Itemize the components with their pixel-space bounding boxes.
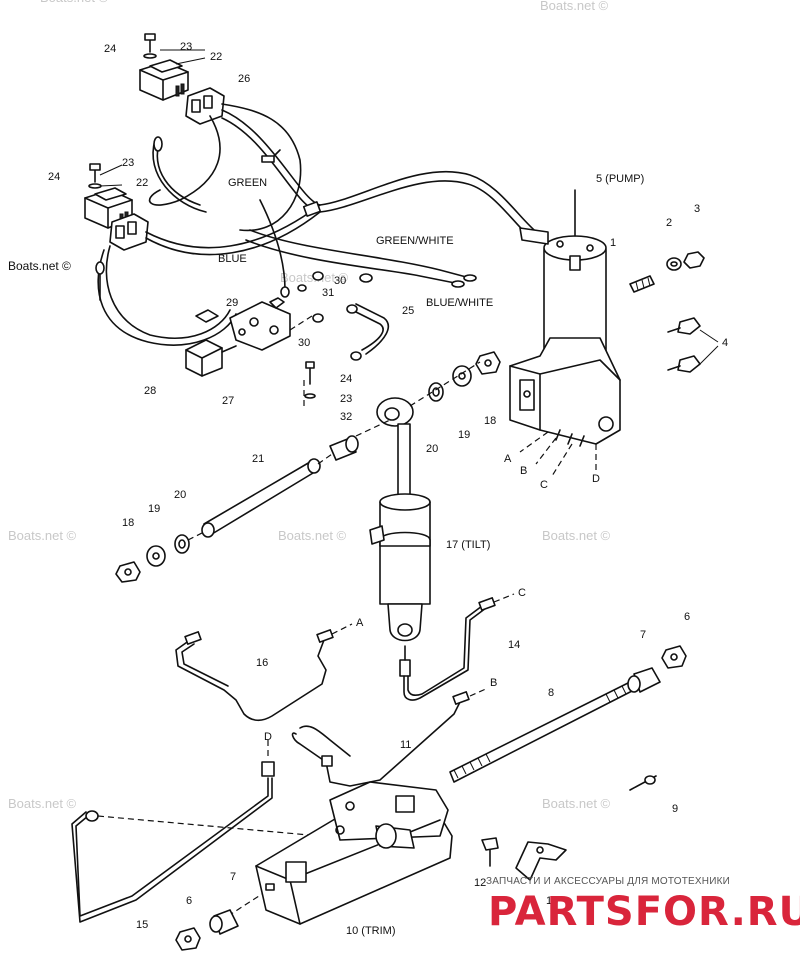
label-27: 27 xyxy=(222,395,234,407)
label-9: 9 xyxy=(672,803,678,815)
label-16: 16 xyxy=(256,657,268,669)
pump-motor xyxy=(509,189,621,447)
label-24: 24 xyxy=(340,373,352,385)
brand-logo: PARTSFOR.RU xyxy=(488,889,800,935)
tilt-pin-hardware xyxy=(115,351,501,583)
tilt-cylinder xyxy=(369,397,431,677)
label-6: 6 xyxy=(186,895,192,907)
label-30: 30 xyxy=(298,337,310,349)
pump-fittings xyxy=(629,251,719,373)
port-D: D xyxy=(592,473,600,485)
port-C: C xyxy=(540,479,548,491)
label-20: 20 xyxy=(426,443,438,455)
watermark: Boats.net © xyxy=(540,0,609,13)
label-12: 12 xyxy=(474,877,486,889)
label-6: 6 xyxy=(684,611,690,623)
label-22: 22 xyxy=(210,51,222,63)
port-B: B xyxy=(520,465,527,477)
label-26: 26 xyxy=(238,73,250,85)
hydraulic-lines xyxy=(71,593,515,923)
label-23: 23 xyxy=(340,393,352,405)
brand-overlay: ЗАПЧАСТИ И АКСЕССУАРЫ ДЛЯ МОТОТЕХНИКИ PA… xyxy=(486,876,800,935)
label-11: 11 xyxy=(400,739,411,751)
watermark: Boats.net © xyxy=(278,528,347,543)
wiring-harness xyxy=(95,87,541,346)
pump-port-leaders xyxy=(519,431,597,477)
label-20: 20 xyxy=(174,489,186,501)
label-19: 19 xyxy=(148,503,160,515)
label-31: 31 xyxy=(322,287,334,299)
wire-label-green: GREEN xyxy=(228,177,267,189)
wire-label-blue-white: BLUE/WHITE xyxy=(426,297,493,309)
watermark-dark: Boats.net © xyxy=(8,259,71,273)
label-19: 19 xyxy=(458,429,470,441)
watermark: Boats.net © xyxy=(8,796,77,811)
wire-label-green-white: GREEN/WHITE xyxy=(376,235,454,247)
label-10-trim: 10 (TRIM) xyxy=(346,925,396,937)
watermark: Boats.net © xyxy=(542,796,611,811)
connector-A: A xyxy=(356,617,364,629)
label-22: 22 xyxy=(136,177,148,189)
label-21: 21 xyxy=(252,453,264,465)
label-7: 7 xyxy=(230,871,236,883)
ground-wire xyxy=(346,303,390,361)
connector-C: C xyxy=(518,587,526,599)
label-24: 24 xyxy=(104,43,116,55)
label-29: 29 xyxy=(226,297,238,309)
label-1: 1 xyxy=(610,237,616,249)
relay-top xyxy=(139,33,206,101)
label-23: 23 xyxy=(122,157,134,169)
label-30: 30 xyxy=(334,275,346,287)
label-8: 8 xyxy=(548,687,554,699)
label-28: 28 xyxy=(144,385,156,397)
label-7: 7 xyxy=(640,629,646,641)
label-17-tilt: 17 (TILT) xyxy=(446,539,490,551)
connector-B: B xyxy=(490,677,497,689)
label-5-pump: 5 (PUMP) xyxy=(596,173,644,185)
solenoid-bracket xyxy=(185,271,373,410)
label-14: 14 xyxy=(508,639,520,651)
label-25: 25 xyxy=(402,305,414,317)
label-24: 24 xyxy=(48,171,60,183)
watermark: Boats.net © xyxy=(542,528,611,543)
trim-cylinder xyxy=(175,645,687,951)
label-18: 18 xyxy=(484,415,496,427)
watermark: Boats.net © xyxy=(8,528,77,543)
part-labels: 24 23 22 26 23 24 22 GREEN GREEN/WHITE B… xyxy=(48,41,728,937)
label-32: 32 xyxy=(340,411,352,423)
label-18: 18 xyxy=(122,517,134,529)
label-3: 3 xyxy=(694,203,700,215)
wire-label-blue: BLUE xyxy=(218,253,247,265)
label-13: 13 xyxy=(546,895,558,907)
label-15: 15 xyxy=(136,919,148,931)
label-2: 2 xyxy=(666,217,672,229)
label-4: 4 xyxy=(722,337,728,349)
connector-D: D xyxy=(264,731,272,743)
port-A: A xyxy=(504,453,512,465)
label-23: 23 xyxy=(180,41,192,53)
brand-tagline: ЗАПЧАСТИ И АКСЕССУАРЫ ДЛЯ МОТОТЕХНИКИ xyxy=(486,876,730,887)
watermark: Boats.net © xyxy=(40,0,109,5)
